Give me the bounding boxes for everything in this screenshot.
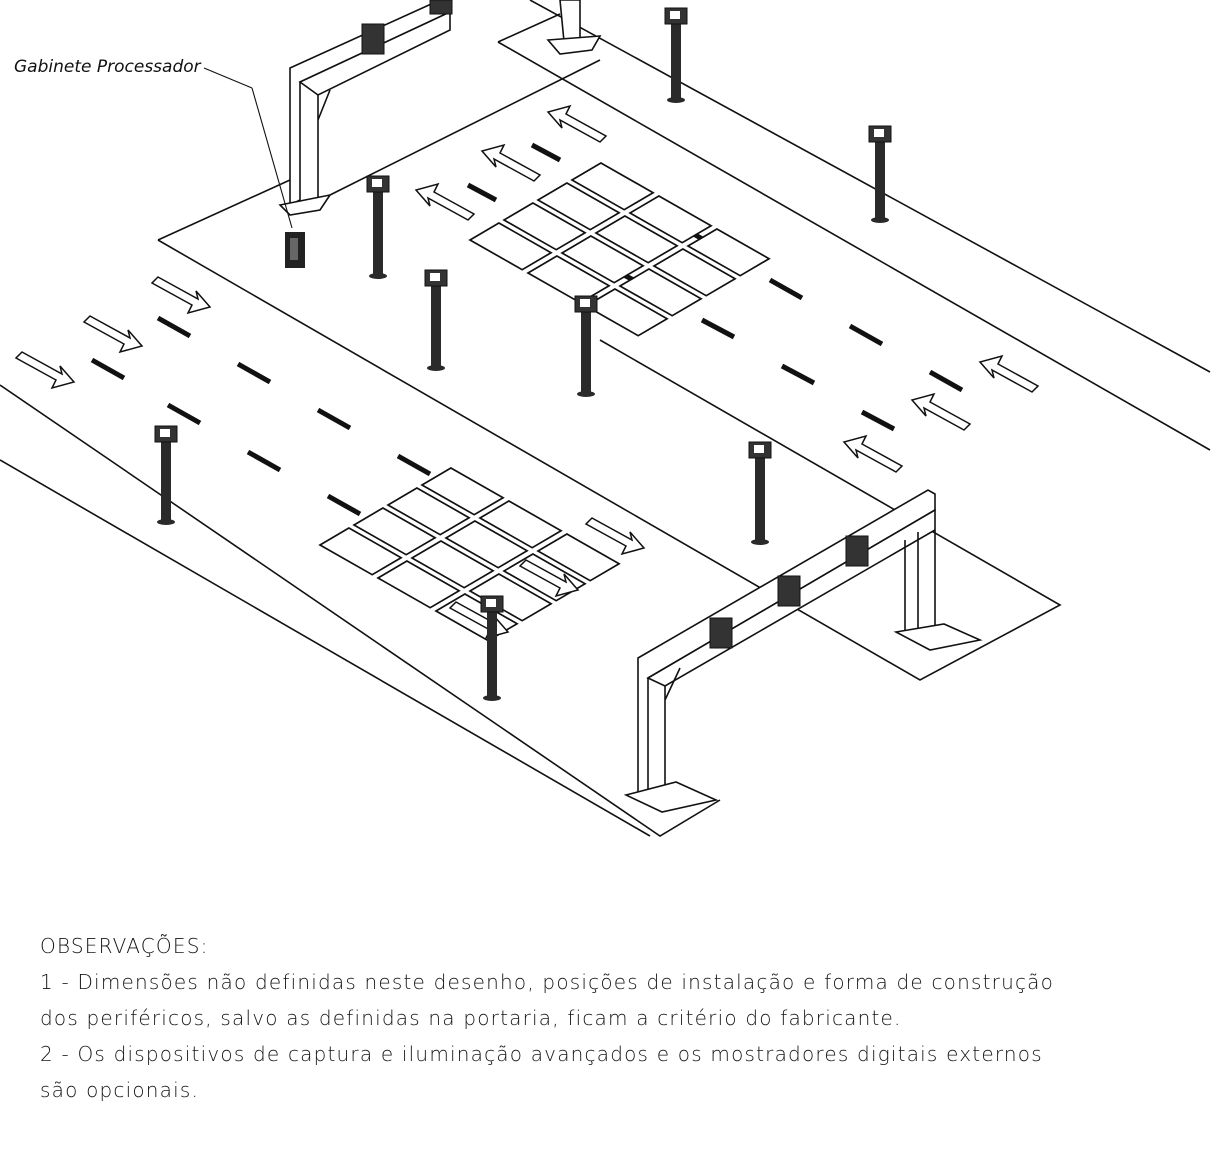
sensor-loop-box (376, 560, 461, 609)
sensor-grid-upper (468, 162, 771, 337)
lane-dash (466, 182, 498, 203)
direction-arrow (910, 392, 972, 431)
lane-dash (90, 357, 126, 381)
observations-block: OBSERVAÇÕES: 1 - Dimensões não definidas… (40, 928, 1190, 1108)
post-base (483, 695, 501, 701)
post-base (577, 391, 595, 397)
sensor-loop-box (478, 500, 563, 549)
sensor-loop-box (536, 182, 621, 231)
lane-dash (156, 315, 192, 339)
gantry-back (278, 0, 602, 216)
lane-dash (316, 407, 352, 431)
sensor-loop-box (536, 533, 621, 582)
camera-lens-icon (580, 299, 590, 307)
processor-cabinet-label: Gabinete Processador (14, 57, 202, 77)
sensor-post (875, 138, 885, 220)
direction-arrow (150, 276, 212, 315)
lane-dash (326, 493, 362, 517)
lane-dash (530, 142, 562, 163)
post-base (751, 539, 769, 545)
camera-lens-icon (670, 11, 680, 19)
sensor-loop-box (352, 507, 437, 556)
lane-dash (848, 323, 884, 347)
sensor-loop-box (444, 520, 529, 569)
sensor-loop-box (686, 228, 771, 277)
processor-cabinet (203, 67, 305, 268)
sensor-post (373, 188, 383, 276)
direction-arrow (842, 434, 904, 473)
sensor-loop-box (410, 540, 495, 589)
lane-dash (236, 361, 272, 385)
sensor-post (581, 308, 591, 394)
back-gantry-sensor-1-icon (361, 23, 385, 55)
camera-lens-icon (874, 129, 884, 137)
sensor-loop-box (386, 487, 471, 536)
lane-dash (860, 409, 896, 432)
sensor-post (487, 608, 497, 698)
sensor-post (161, 438, 171, 522)
observation-line-3: 2 - Os dispositivos de captura e ilumina… (40, 1042, 1043, 1066)
post-base (157, 519, 175, 525)
sensor-loop-box (594, 215, 679, 264)
front-gantry-sensor-1-icon (709, 617, 733, 649)
lane-dash (780, 363, 816, 386)
sensor-loop-box (468, 222, 553, 271)
front-gantry-sensor-2-icon (777, 575, 801, 607)
post-base (369, 273, 387, 279)
sensor-post (671, 20, 681, 100)
sensor-post (431, 282, 441, 368)
isometric-road-diagram: Gabinete Processador (0, 0, 1211, 837)
sensor-loop-box (526, 255, 611, 304)
sensor-posts (154, 7, 892, 701)
direction-arrow (584, 517, 646, 556)
observation-line-2: dos periféricos, salvo as definidas na p… (40, 1006, 902, 1030)
sensor-loop-box (318, 527, 403, 576)
sensor-loop-box (618, 268, 703, 317)
sensor-post (755, 454, 765, 542)
lane-dash (928, 369, 964, 393)
gantry-front (623, 489, 983, 813)
direction-arrow (546, 104, 608, 143)
back-gantry-sensor-2-icon (429, 0, 453, 15)
direction-arrows (14, 104, 1040, 640)
sensor-loop-box (502, 202, 587, 251)
camera-lens-icon (160, 429, 170, 437)
post-base (427, 365, 445, 371)
sensor-loop-box (628, 195, 713, 244)
lane-dash (700, 317, 736, 340)
road-edges (0, 0, 1211, 837)
camera-lens-icon (372, 179, 382, 187)
direction-arrow (480, 143, 542, 182)
observations-title: OBSERVAÇÕES: (40, 934, 209, 958)
sensor-loop-box (584, 288, 669, 337)
lane-dash (166, 402, 202, 426)
direction-arrow (14, 351, 76, 390)
observation-line-4: são opcionais. (40, 1078, 200, 1102)
camera-lens-icon (754, 445, 764, 453)
lane-dash (396, 453, 432, 477)
sensor-loop-box (420, 467, 505, 516)
camera-lens-icon (430, 273, 440, 281)
sensor-loop-box (560, 235, 645, 284)
observation-line-1: 1 - Dimensões não definidas neste desenh… (40, 970, 1055, 994)
sensor-loop-box (652, 248, 737, 297)
sensor-loop-box (468, 573, 553, 622)
camera-lens-icon (486, 599, 496, 607)
lane-dash (246, 449, 282, 473)
lane-dash (768, 277, 804, 301)
direction-arrow (978, 354, 1040, 393)
post-base (871, 217, 889, 223)
post-base (667, 97, 685, 103)
direction-arrow (414, 182, 476, 221)
direction-arrow (82, 315, 144, 354)
sensor-loop-box (570, 162, 655, 211)
front-gantry-sensor-3-icon (845, 535, 869, 567)
direction-arrow (518, 559, 580, 598)
